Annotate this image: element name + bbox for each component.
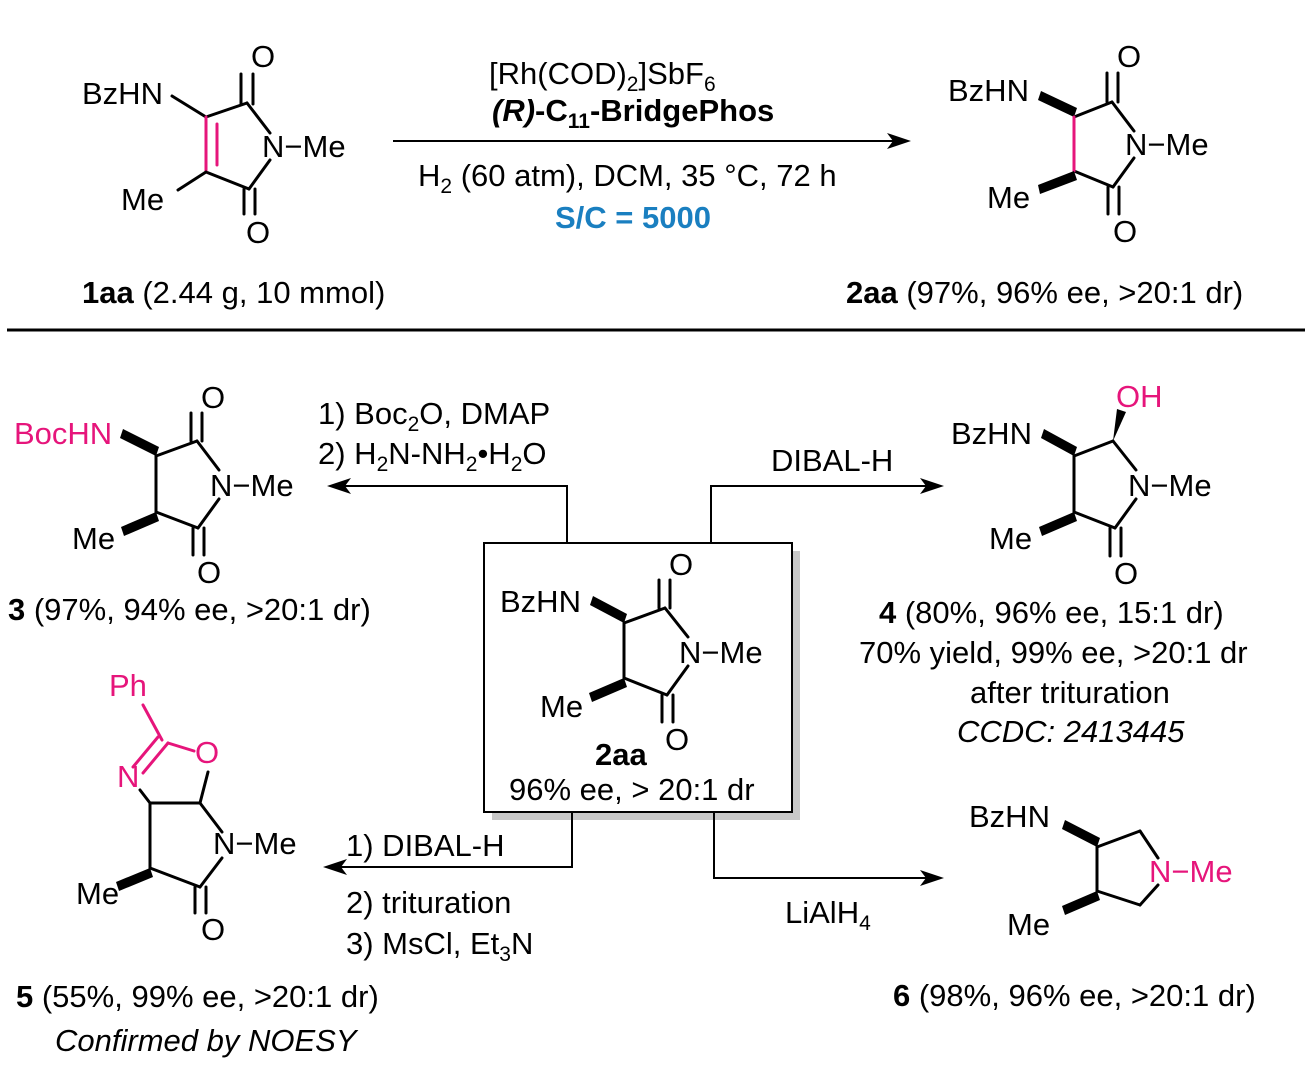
- compound-2aa-structure: BzHN O N−Me O Me: [948, 39, 1209, 249]
- compound-4-note-trituration: after trituration: [970, 675, 1170, 710]
- n-me-label: N−Me: [679, 635, 763, 670]
- compound-5-note: Confirmed by NOESY: [55, 1023, 359, 1058]
- route3-step2: 2) H2N-NH2•H2O: [318, 436, 547, 476]
- route3-step1: 1) Boc2O, DMAP: [318, 396, 550, 436]
- bzhn-label: BzHN: [948, 73, 1029, 108]
- compound-4-note-yield: 70% yield, 99% ee, >20:1 dr: [859, 635, 1248, 670]
- n-me-label: N−Me: [1128, 468, 1212, 503]
- compound-5-structure: Ph N O N−Me O Me: [76, 668, 297, 947]
- arrow-to-5: [323, 812, 573, 875]
- me-label: Me: [989, 521, 1032, 556]
- compound-3-caption: 3 (97%, 94% ee, >20:1 dr): [8, 592, 371, 627]
- oxygen-label: O: [665, 722, 689, 757]
- me-label: Me: [540, 689, 583, 724]
- route5-step1: 1) DIBAL-H: [346, 828, 504, 863]
- oxygen-label: O: [197, 555, 221, 590]
- oxygen-label: O: [251, 39, 275, 74]
- hydrogenation-arrow: [393, 133, 911, 149]
- route6-reagent: LiAlH4: [785, 895, 871, 935]
- n-me-label: N−Me: [213, 826, 297, 861]
- compound-4-structure: BzHN OH N−Me O Me: [951, 379, 1212, 591]
- me-label: Me: [76, 876, 119, 911]
- phenyl-label: Ph: [109, 668, 147, 703]
- oxygen-label: O: [1117, 39, 1141, 74]
- sc-ratio-label: S/C = 5000: [555, 200, 711, 235]
- bzhn-label: BzHN: [82, 76, 163, 111]
- arrow-to-6: [713, 812, 944, 886]
- arrow-to-4: [710, 478, 944, 543]
- route5-step3: 3) MsCl, Et3N: [346, 926, 533, 966]
- route4-reagent: DIBAL-H: [771, 443, 893, 478]
- compound-3-structure: BocHN O N−Me O Me: [14, 380, 294, 590]
- me-label: Me: [121, 182, 164, 217]
- ligand-label: (R)-C11-BridgePhos: [492, 93, 774, 133]
- compound-5-caption: 5 (55%, 99% ee, >20:1 dr): [16, 979, 379, 1014]
- catalyst-label: [Rh(COD)2]SbF6: [489, 56, 716, 96]
- bzhn-label: BzHN: [500, 584, 581, 619]
- bzhn-label: BzHN: [951, 416, 1032, 451]
- center-compound-id: 2aa: [595, 737, 647, 772]
- compound-2aa-caption: 2aa (97%, 96% ee, >20:1 dr): [846, 275, 1243, 310]
- n-me-label: N−Me: [1125, 127, 1209, 162]
- n-me-label: N−Me: [262, 129, 346, 164]
- center-compound-detail: 96% ee, > 20:1 dr: [509, 772, 755, 807]
- oxazoline-n-label: N: [117, 759, 139, 794]
- arrow-to-3: [327, 478, 568, 543]
- oxygen-label: O: [201, 380, 225, 415]
- bzhn-label: BzHN: [969, 799, 1050, 834]
- me-label: Me: [987, 180, 1030, 215]
- starting-material-box: [483, 542, 793, 813]
- oxygen-label: O: [246, 215, 270, 250]
- me-label: Me: [72, 521, 115, 556]
- oxygen-label: O: [669, 547, 693, 582]
- conditions-label: H2 (60 atm), DCM, 35 °C, 72 h: [418, 158, 837, 198]
- n-me-label: N−Me: [1149, 854, 1233, 889]
- compound-1aa-structure: BzHN O N−Me O Me: [82, 39, 346, 250]
- oxygen-label: O: [1114, 556, 1138, 591]
- compound-4-ccdc: CCDC: 2413445: [957, 714, 1185, 749]
- compound-4-caption: 4 (80%, 96% ee, 15:1 dr): [879, 595, 1224, 630]
- oxazoline-o-label: O: [195, 735, 219, 770]
- n-me-label: N−Me: [210, 468, 294, 503]
- route5-step2: 2) trituration: [346, 885, 511, 920]
- me-label: Me: [1007, 907, 1050, 942]
- oxygen-label: O: [201, 912, 225, 947]
- compound-6-caption: 6 (98%, 96% ee, >20:1 dr): [893, 978, 1256, 1013]
- hydroxyl-label: OH: [1116, 379, 1163, 414]
- compound-2aa-center-structure: BzHN O N−Me O Me: [500, 547, 763, 757]
- compound-1aa-caption: 1aa (2.44 g, 10 mmol): [82, 275, 385, 310]
- compound-6-structure: BzHN N−Me Me: [969, 799, 1233, 942]
- bochn-label: BocHN: [14, 416, 112, 451]
- oxygen-label: O: [1113, 214, 1137, 249]
